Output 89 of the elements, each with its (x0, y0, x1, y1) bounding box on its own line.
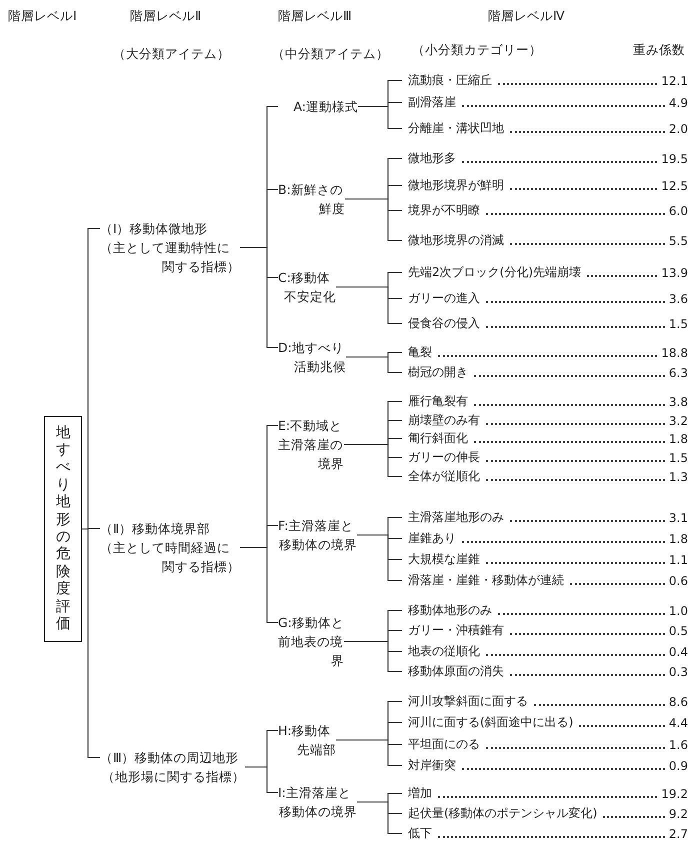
weight-value: 19.5 (661, 152, 688, 166)
tree-connector (358, 106, 402, 130)
category-label: 滑落崖・崖錐・移動体が連続 (407, 572, 565, 589)
category-label: 微地形境界が鮮明 (407, 177, 505, 194)
weight-value: 0.4 (668, 644, 688, 658)
column-header: 階層レベルⅢ (278, 8, 352, 25)
category-label: 雁行亀裂有 (407, 393, 469, 410)
category-label: 移動体原面の消失 (407, 663, 505, 680)
category-label: 樹冠の開き (407, 364, 469, 381)
category-label: 平坦面にのる (407, 736, 481, 753)
tree-connector (336, 286, 402, 324)
category-label: ガリーの進入 (407, 290, 481, 307)
category-label: 河川に面する(斜面途中に出る) (407, 714, 574, 731)
weight-value: 3.6 (668, 292, 688, 306)
weight-value: 0.6 (668, 574, 688, 588)
tree-connector (82, 528, 100, 758)
weight-value: 3.8 (668, 394, 688, 408)
weight-value: 1.6 (668, 738, 688, 752)
column-header: （大分類アイテム） (113, 46, 230, 63)
tree-connector (240, 246, 278, 348)
weight-value: 12.5 (661, 178, 688, 192)
weight-value: 8.6 (668, 694, 688, 708)
category-label: 主滑落崖地形のみ (407, 509, 505, 526)
category-label: 境界が不明瞭 (407, 202, 481, 219)
category-label: 移動体地形のみ (407, 602, 493, 619)
weight-value: 1.1 (668, 552, 688, 566)
weight-value: 3.1 (668, 510, 688, 524)
weight-value: 2.0 (668, 122, 688, 136)
weight-value: 9.2 (668, 806, 688, 820)
column-header: （小分類カテゴリー） (412, 42, 542, 59)
weight-value: 1.8 (668, 432, 688, 446)
category-label: ガリー・沖積錐有 (407, 622, 505, 639)
column-header: 重み係数 (633, 42, 685, 59)
tree-connector (240, 546, 278, 624)
weight-value: 5.5 (668, 234, 688, 248)
category-label: 副滑落崖 (407, 94, 457, 111)
root-label: 地すべり地形の危険度評価 (56, 424, 70, 634)
weight-value: 18.8 (661, 346, 688, 360)
tree-connector (344, 444, 402, 478)
weight-value: 1.0 (668, 604, 688, 618)
weight-value: 1.3 (668, 470, 688, 484)
weight-value: 0.5 (668, 624, 688, 638)
column-header: 階層レベルⅠ (8, 8, 77, 25)
category-label: 微地形境界の消滅 (407, 232, 505, 249)
column-header: 階層レベルⅡ (130, 8, 202, 25)
category-label: 崩壊壁のみ有 (407, 412, 481, 429)
weight-value: 6.3 (668, 366, 688, 380)
weight-value: 0.9 (668, 758, 688, 772)
category-label: 低下 (407, 825, 433, 842)
weight-value: 6.0 (668, 204, 688, 218)
tree-connector (346, 356, 402, 374)
weight-value: 0.3 (668, 664, 688, 678)
category-label: 対岸衝突 (407, 757, 457, 774)
weight-value: 1.5 (668, 450, 688, 464)
category-label: 大規模な崖錐 (407, 551, 481, 568)
item-label: F:主滑落崖と移動体の境界 (278, 516, 357, 554)
category-label: 侵食谷の侵入 (407, 315, 481, 332)
category-label: 微地形多 (407, 150, 457, 167)
category-label: 全体が従順化 (407, 468, 481, 485)
tree-connector (245, 766, 278, 794)
tree-connector (345, 198, 402, 242)
category-label: 流動痕・圧縮丘 (407, 72, 493, 89)
column-header: 階層レベルⅣ (488, 8, 565, 25)
weight-value: 4.9 (668, 96, 688, 110)
tree-connector (336, 739, 402, 766)
category-label: 崖錐あり (407, 530, 457, 547)
weight-value: 19.2 (661, 786, 688, 800)
column-header: （中分類アイテム） (272, 46, 389, 63)
root-box (44, 416, 82, 642)
category-label: ガリーの伸長 (407, 449, 481, 466)
weight-value: 13.9 (661, 266, 688, 280)
weight-value: 4.4 (668, 716, 688, 730)
tree-connector (357, 801, 402, 834)
weight-value: 2.7 (668, 826, 688, 840)
category-label: 分離崖・溝状凹地 (407, 120, 505, 137)
category-label: 河川攻撃斜面に面する (407, 693, 529, 710)
category-label: 先端2次ブロック(分化)先端崩壊 (407, 264, 582, 281)
category-label: 起伏量(移動体のポテンシャル変化) (407, 805, 598, 822)
weight-value: 12.1 (661, 74, 688, 88)
category-label: 亀裂 (407, 344, 433, 361)
item-label: I:主滑落崖と移動体の境界 (278, 783, 357, 821)
category-label: 増加 (407, 785, 433, 802)
tree-connector (357, 534, 402, 582)
weight-value: 1.8 (668, 532, 688, 546)
weight-value: 1.5 (668, 316, 688, 330)
weight-value: 3.2 (668, 414, 688, 428)
category-label: 地表の従順化 (407, 643, 481, 660)
category-label: 匍行斜面化 (407, 430, 469, 447)
tree-connector (344, 640, 402, 672)
